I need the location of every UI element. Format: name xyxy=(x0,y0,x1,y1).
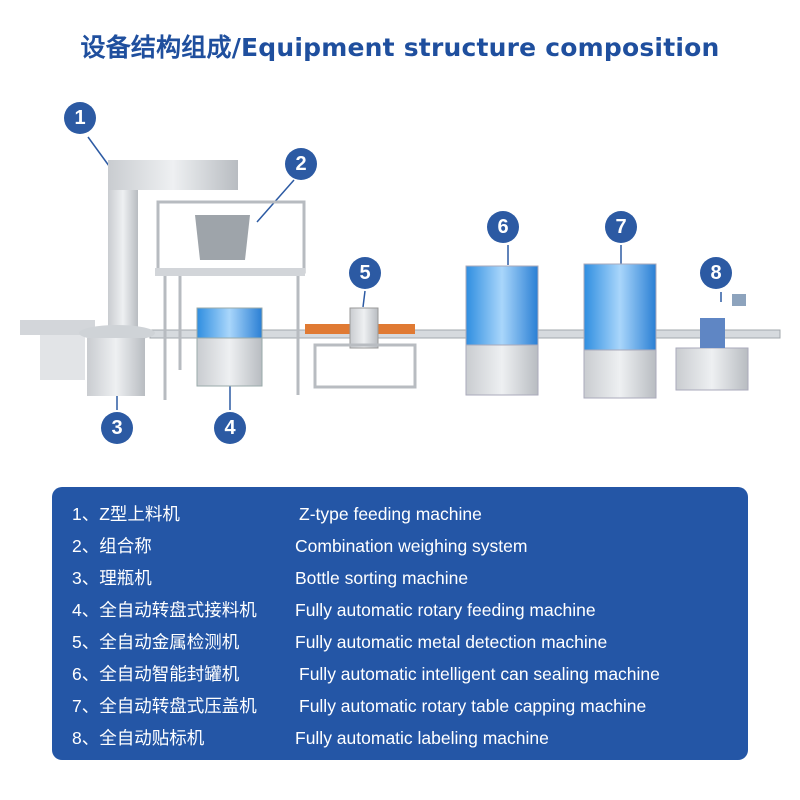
item-zh: 5、全自动金属检测机 xyxy=(72,632,240,652)
z-type-feeder-drawing xyxy=(20,160,238,380)
item-en: Z-type feeding machine xyxy=(299,504,482,524)
legend-item: 5、全自动金属检测机 Fully automatic metal detectio… xyxy=(72,626,742,658)
production-line-illustration: 1 2 3 4 5 6 7 8 xyxy=(0,90,800,450)
legend-item: 1、Z型上料机 Z-type feeding machine xyxy=(72,498,742,530)
marker-7: 7 xyxy=(605,211,637,243)
page-title: 设备结构组成/Equipment structure composition xyxy=(80,33,720,62)
item-en: Fully automatic metal detection machine xyxy=(295,632,608,652)
item-zh: 2、组合称 xyxy=(72,536,152,556)
legend-item: 4、全自动转盘式接料机 Fully automatic rotary feedin… xyxy=(72,594,742,626)
legend-item: 8、全自动贴标机 Fully automatic labeling machine xyxy=(72,722,742,754)
item-en: Fully automatic rotary feeding machine xyxy=(295,600,596,620)
item-zh: 6、全自动智能封罐机 xyxy=(72,664,240,684)
marker-6: 6 xyxy=(487,211,519,243)
item-zh: 1、Z型上料机 xyxy=(72,504,180,524)
legend-item: 2、组合称 Combination weighing system xyxy=(72,530,742,562)
item-en: Fully automatic labeling machine xyxy=(295,728,549,748)
machines-drawing xyxy=(20,136,781,410)
item-en: Bottle sorting machine xyxy=(295,568,469,588)
item-zh: 4、全自动转盘式接料机 xyxy=(72,600,257,620)
marker-4: 4 xyxy=(214,412,246,444)
legend-item: 6、全自动智能封罐机 Fully automatic intelligent ca… xyxy=(72,658,742,690)
item-en: Combination weighing system xyxy=(295,536,528,556)
marker-2: 2 xyxy=(285,148,317,180)
item-en: Fully automatic rotary table capping mac… xyxy=(299,696,647,716)
item-zh: 8、全自动贴标机 xyxy=(72,728,205,748)
item-en: Fully automatic intelligent can sealing … xyxy=(299,664,660,684)
marker-3: 3 xyxy=(101,412,133,444)
item-zh: 7、全自动转盘式压盖机 xyxy=(72,696,257,716)
marker-8: 8 xyxy=(700,257,732,289)
legend-panel: 1、Z型上料机 Z-type feeding machine 2、组合称 Combi… xyxy=(52,487,748,760)
marker-5: 5 xyxy=(349,257,381,289)
item-zh: 3、理瓶机 xyxy=(72,568,152,588)
marker-1: 1 xyxy=(64,102,96,134)
legend-item: 3、理瓶机 Bottle sorting machine xyxy=(72,562,742,594)
legend-item: 7、全自动转盘式压盖机 Fully automatic rotary table … xyxy=(72,690,742,722)
